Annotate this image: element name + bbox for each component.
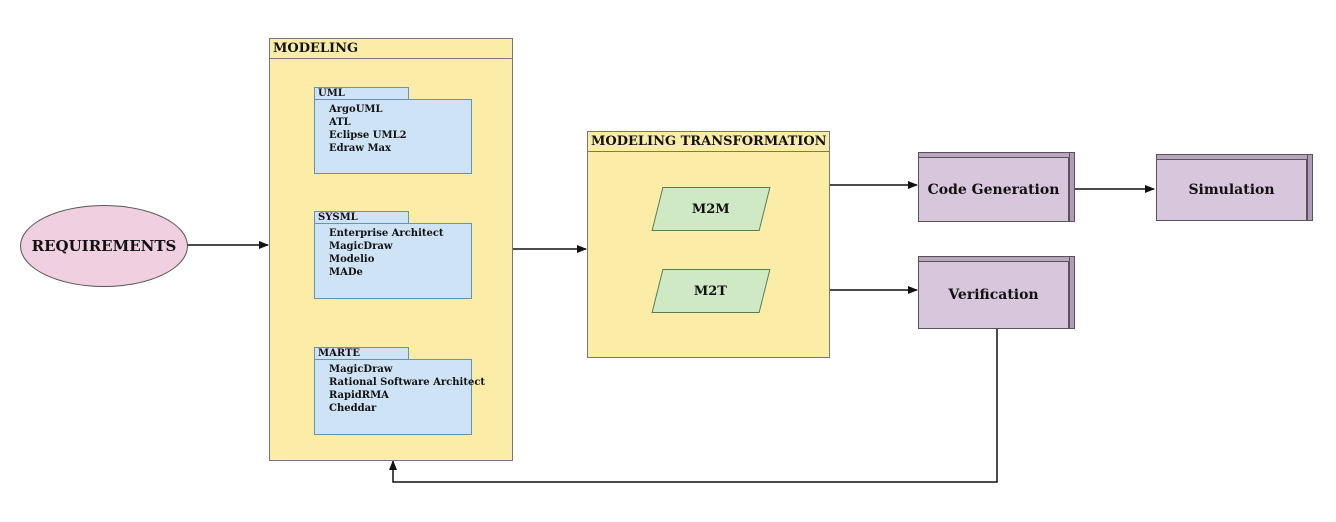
simulation-box-side (1307, 154, 1313, 221)
sysml-package-body: Enterprise Architect MagicDraw Modelio M… (314, 223, 472, 299)
marte-package-body: MagicDraw Rational Software Architect Ra… (314, 359, 486, 435)
sysml-tool: Modelio (329, 254, 375, 265)
code-generation-label: Code Generation (927, 181, 1060, 198)
marte-package-tab: MARTE (314, 347, 409, 359)
m2m-node: M2M (651, 187, 771, 231)
sysml-tool: Enterprise Architect (329, 228, 444, 239)
requirements-label: REQUIREMENTS (31, 237, 177, 255)
uml-package-body: ArgoUML ATL Eclipse UML2 Edraw Max (314, 99, 472, 174)
simulation-label: Simulation (1188, 182, 1275, 198)
modeling-title: MODELING (270, 39, 512, 59)
requirements-node: REQUIREMENTS (20, 205, 188, 287)
m2m-label: M2M (692, 201, 730, 217)
marte-tool: Cheddar (329, 403, 377, 414)
verification-front: Verification (918, 261, 1069, 329)
verification-box-side (1069, 256, 1075, 329)
uml-tool: Eclipse UML2 (329, 130, 407, 141)
sysml-package-tab: SYSML (314, 211, 409, 223)
modeling-transformation-title: MODELING TRANSFORMATION (588, 132, 829, 152)
sysml-tool: MADe (329, 267, 363, 278)
m2t-node: M2T (651, 269, 771, 313)
uml-package-tab: UML (314, 87, 409, 99)
arrow-verification-feedback-to-modeling (389, 329, 998, 483)
marte-tool: RapidRMA (329, 390, 389, 401)
modeling-container: MODELING UML ArgoUML ATL Eclipse UML2 Ed… (269, 38, 513, 461)
code-generation-front: Code Generation (918, 157, 1069, 222)
marte-tool: Rational Software Architect (329, 377, 486, 388)
marte-tool: MagicDraw (329, 364, 393, 375)
verification-label: Verification (948, 287, 1039, 303)
simulation-front: Simulation (1156, 159, 1307, 221)
modeling-transformation-container: MODELING TRANSFORMATION M2M M2T (587, 131, 830, 358)
uml-tool: ATL (329, 117, 351, 128)
uml-tool: ArgoUML (329, 104, 383, 115)
sysml-tool: MagicDraw (329, 241, 393, 252)
m2t-label: M2T (694, 283, 728, 299)
code-generation-box-side (1069, 152, 1075, 222)
uml-tool: Edraw Max (329, 143, 391, 154)
